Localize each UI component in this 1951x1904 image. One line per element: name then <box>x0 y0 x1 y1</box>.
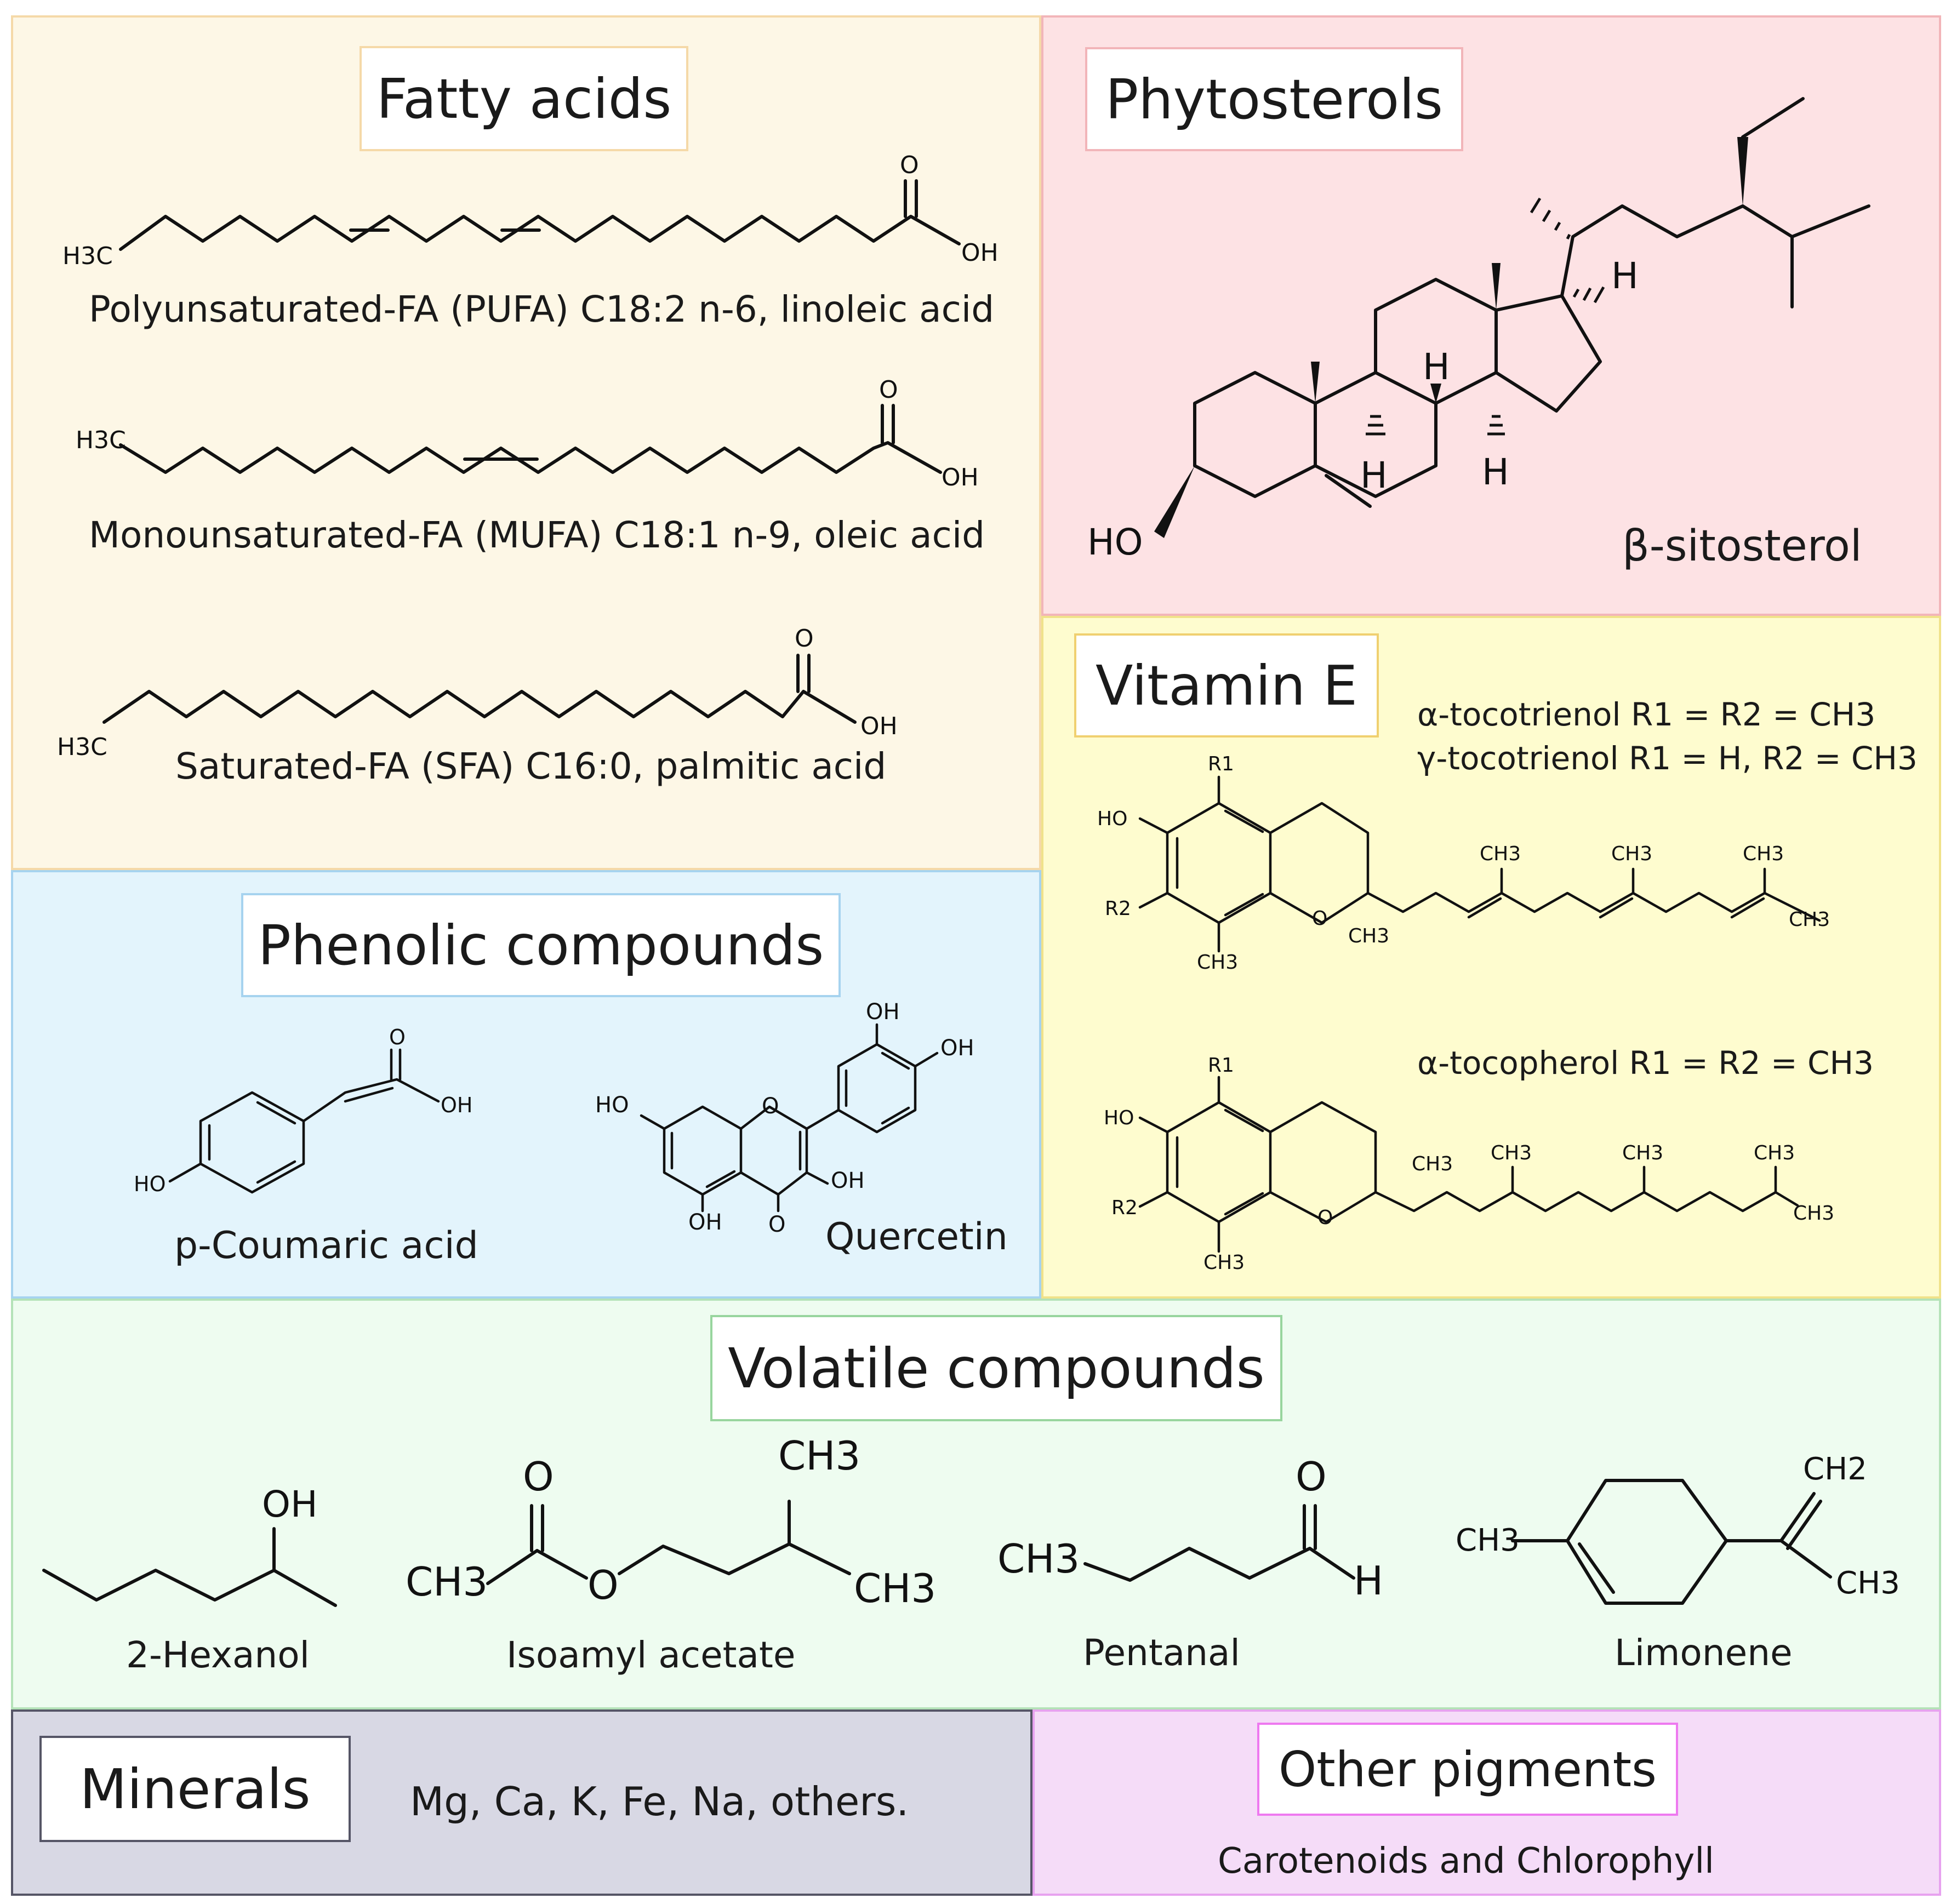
sitosterol-h8-label: H <box>1423 346 1450 388</box>
2-hexanol-structure: OH <box>42 1483 337 1607</box>
vitamin-e-title: Vitamin E <box>1074 633 1379 737</box>
tocopherol-ch3-5: CH3 <box>1754 1142 1795 1164</box>
limonene-ch2-label: CH2 <box>1803 1451 1867 1487</box>
isoamyl-ch3-top: CH3 <box>778 1433 860 1479</box>
tocotrienol-ch3-1: CH3 <box>1197 951 1238 974</box>
tocopherol-ch3-2: CH3 <box>1412 1153 1453 1175</box>
coumaric-oh-label: OH <box>441 1093 472 1117</box>
limonene-ch3-right: CH3 <box>1836 1565 1900 1601</box>
pigments-list: Carotenoids and Chlorophyll <box>1218 1841 1714 1882</box>
tocopherol-o-label: O <box>1317 1207 1333 1229</box>
quercetin-oh3p-label: OH <box>866 999 900 1025</box>
linoleic-h3c-label: H3C <box>62 242 113 270</box>
oleic-acid-structure: H3C O OH <box>76 376 979 491</box>
tocotrienol-ch3-6: CH3 <box>1789 908 1830 931</box>
tocotrienol-r1-label: R1 <box>1208 753 1234 775</box>
linoleic-acid-structure: H3C O OH <box>62 151 999 270</box>
quercetin-label: Quercetin <box>825 1215 1008 1259</box>
quercetin-ring-o-label: O <box>762 1094 779 1119</box>
tocotrienol-ch3-4: CH3 <box>1611 843 1652 865</box>
gamma-tocotrienol-line: γ-tocotrienol R1 = H, R2 = CH3 <box>1417 740 1918 777</box>
linoleic-oh-label: OH <box>961 239 999 267</box>
sfa-caption: Saturated-FA (SFA) C16:0, palmitic acid <box>175 745 887 787</box>
tocotrienol-ch3-5: CH3 <box>1743 843 1784 865</box>
tocopherol-ch3-6: CH3 <box>1793 1202 1834 1225</box>
quercetin-oh5-label: OH <box>688 1210 722 1235</box>
palmitic-h3c-label: H3C <box>57 733 107 761</box>
sitosterol-ho-label: HO <box>1087 521 1143 563</box>
quercetin-oh3-label: OH <box>831 1168 865 1193</box>
oleic-o-label: O <box>879 376 898 404</box>
tocopherol-r2-label: R2 <box>1111 1197 1138 1219</box>
tocotrienol-ch3-3: CH3 <box>1480 843 1521 865</box>
tocotrienol-o-label: O <box>1312 907 1327 930</box>
phytosterols-title: Phytosterols <box>1085 47 1463 151</box>
quercetin-carbonyl-o-label: O <box>768 1212 785 1237</box>
sitosterol-h9-label: H <box>1360 454 1388 496</box>
quercetin-ho-label: HO <box>595 1093 629 1118</box>
fatty-acids-title: Fatty acids <box>360 46 688 151</box>
phenolic-title: Phenolic compounds <box>241 893 841 997</box>
sitosterol-h17-label: H <box>1611 255 1639 297</box>
mufa-caption: Monounsaturated-FA (MUFA) C18:1 n-9, ole… <box>89 514 985 556</box>
coumaric-ho-label: HO <box>134 1172 166 1196</box>
volatile-title: Volatile compounds <box>710 1315 1282 1421</box>
sitosterol-h14-label: H <box>1482 451 1509 493</box>
tocopherol-ch3-4: CH3 <box>1622 1142 1663 1164</box>
tocotrienol-r2-label: R2 <box>1105 897 1131 920</box>
pigments-title: Other pigments <box>1257 1723 1678 1816</box>
limonene-structure: CH3 CH2 CH3 <box>1456 1451 1900 1605</box>
limonene-label: Limonene <box>1615 1632 1793 1674</box>
tocopherol-structure: R1 HO R2 O CH3 CH3 CH3 CH3 CH3 CH3 <box>1104 1054 1834 1274</box>
palmitic-o-label: O <box>795 625 814 653</box>
isoamyl-ester-o-label: O <box>587 1562 619 1608</box>
oleic-h3c-label: H3C <box>76 426 126 454</box>
tocotrienol-structure: R1 HO R2 O CH3 CH3 CH3 CH3 CH3 CH3 <box>1097 753 1830 974</box>
beta-sitosterol-label: β-sitosterol <box>1622 522 1862 571</box>
quercetin-structure: O O HO OH OH OH OH <box>595 999 974 1237</box>
isoamyl-ch3-right: CH3 <box>854 1565 936 1611</box>
minerals-title: Minerals <box>39 1736 351 1842</box>
pufa-caption: Polyunsaturated-FA (PUFA) C18:2 n-6, lin… <box>89 288 995 330</box>
alpha-tocopherol-line: α-tocopherol R1 = R2 = CH3 <box>1417 1044 1874 1082</box>
alpha-tocotrienol-line: α-tocotrienol R1 = R2 = CH3 <box>1417 696 1876 733</box>
pentanal-structure: CH3 O H <box>997 1454 1383 1604</box>
isoamyl-acetate-label: Isoamyl acetate <box>506 1634 796 1676</box>
beta-sitosterol-structure: HO H H H H <box>1087 97 1870 563</box>
limonene-ch3-left: CH3 <box>1456 1523 1520 1558</box>
tocopherol-ch3-3: CH3 <box>1491 1142 1532 1164</box>
p-coumaric-acid-label: p-Coumaric acid <box>174 1224 478 1267</box>
quercetin-oh4p-label: OH <box>940 1036 974 1061</box>
tocopherol-ch3-1: CH3 <box>1203 1251 1245 1274</box>
isoamyl-ch3-left: CH3 <box>406 1559 488 1605</box>
palmitic-acid-structure: H3C O OH <box>57 625 898 761</box>
p-coumaric-acid-structure: O OH HO <box>134 1025 472 1196</box>
isoamyl-carbonyl-o-label: O <box>523 1454 554 1500</box>
minerals-list: Mg, Ca, K, Fe, Na, others. <box>410 1779 909 1825</box>
pentanal-o-label: O <box>1296 1454 1327 1500</box>
isoamyl-acetate-structure: CH3 O O CH3 CH3 <box>406 1433 936 1611</box>
tocopherol-ho-label: HO <box>1104 1107 1134 1129</box>
tocotrienol-ho-label: HO <box>1097 808 1127 830</box>
pentanal-label: Pentanal <box>1083 1632 1240 1674</box>
hexanol-oh-label: OH <box>262 1483 318 1525</box>
pentanal-ch3-label: CH3 <box>997 1536 1080 1582</box>
linoleic-o-label: O <box>900 151 919 179</box>
fatty-acids-panel <box>11 15 1041 870</box>
oleic-oh-label: OH <box>942 464 979 491</box>
palmitic-oh-label: OH <box>860 712 898 740</box>
pentanal-h-label: H <box>1354 1558 1383 1604</box>
2-hexanol-label: 2-Hexanol <box>126 1634 310 1676</box>
tocotrienol-ch3-2: CH3 <box>1348 925 1389 947</box>
tocopherol-r1-label: R1 <box>1208 1054 1234 1077</box>
coumaric-o-label: O <box>389 1025 406 1049</box>
